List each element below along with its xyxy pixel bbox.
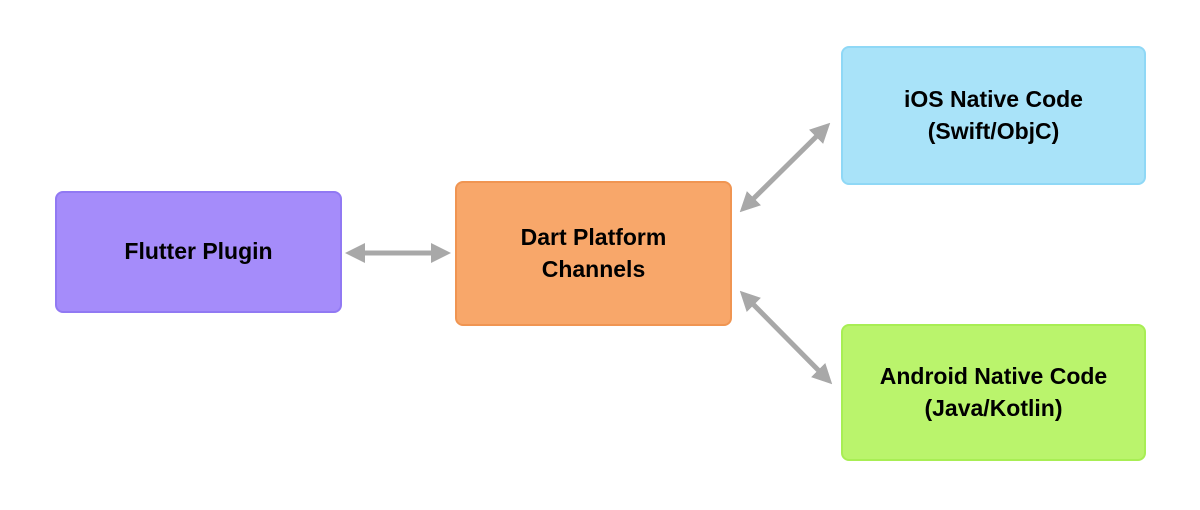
arrow-dart-to-android xyxy=(739,290,833,385)
node-android-native-code: Android Native Code (Java/Kotlin) xyxy=(841,324,1146,461)
node-dart-platform-channels-label: Dart Platform Channels xyxy=(520,224,667,282)
node-ios-native-code: iOS Native Code (Swift/ObjC) xyxy=(841,46,1146,185)
node-android-native-code-label: Android Native Code (Java/Kotlin) xyxy=(879,363,1108,421)
node-flutter-plugin: Flutter Plugin xyxy=(55,191,342,313)
node-flutter-plugin-label: Flutter Plugin xyxy=(124,238,273,265)
node-ios-native-code-label: iOS Native Code (Swift/ObjC) xyxy=(904,86,1083,144)
arrow-dart-to-ios xyxy=(739,122,831,213)
node-dart-platform-channels: Dart Platform Channels xyxy=(455,181,732,326)
